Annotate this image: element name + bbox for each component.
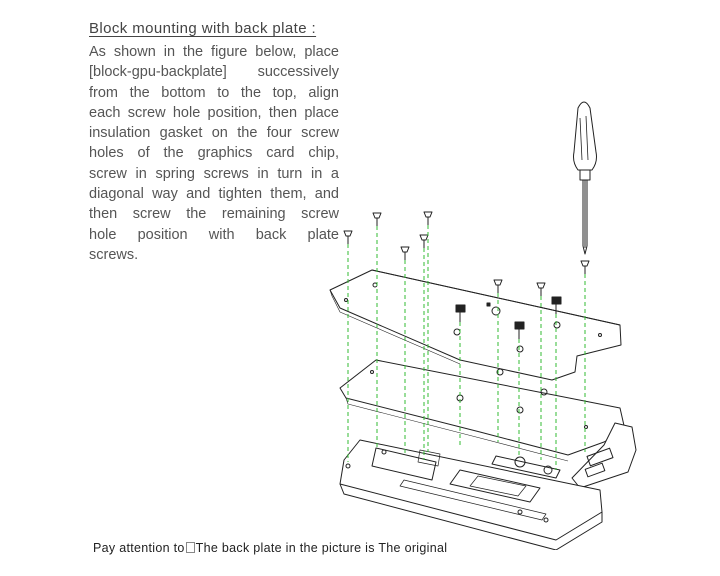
instruction-line: diagonal way and tighten them, and xyxy=(89,186,339,203)
instruction-line: then screw the remaining screw xyxy=(89,206,339,223)
circuit-board-icon xyxy=(339,359,626,462)
screw-icon xyxy=(343,211,590,296)
instruction-line: insulation gasket on the four screw xyxy=(89,125,339,142)
spring-screw-shaft xyxy=(459,304,557,339)
alignment-guides xyxy=(347,225,586,470)
exploded-assembly-illustration xyxy=(329,101,637,550)
footer-note: Pay attention to The back plate in the pi… xyxy=(93,541,447,555)
instruction-line: screws. xyxy=(89,246,139,263)
placeholder-box-icon xyxy=(185,542,195,553)
instruction-paragraph: As shown in the figure below, place [blo… xyxy=(89,42,339,265)
instruction-line: As shown in the figure below, place xyxy=(89,44,339,60)
footer-note-part2: The back plate in the picture is The ori… xyxy=(195,541,448,555)
instruction-line: hole position with back plate xyxy=(89,226,339,243)
instruction-line: holes of the graphics card chip, xyxy=(89,145,339,162)
instruction-line: from the bottom to the top, align xyxy=(89,84,339,101)
instruction-line: screw in spring screws in turn in a xyxy=(89,165,339,182)
instruction-line: [block-gpu-backplate] successively xyxy=(89,64,339,81)
instruction-line: each screw hole position, then place xyxy=(89,104,339,121)
section-heading: Block mounting with back plate : xyxy=(89,20,317,37)
back-plate-icon xyxy=(329,269,622,381)
io-bracket-icon xyxy=(571,422,637,489)
water-block-icon xyxy=(339,439,603,550)
footer-note-part1: Pay attention to xyxy=(93,541,185,555)
screwdriver-icon xyxy=(573,101,597,255)
